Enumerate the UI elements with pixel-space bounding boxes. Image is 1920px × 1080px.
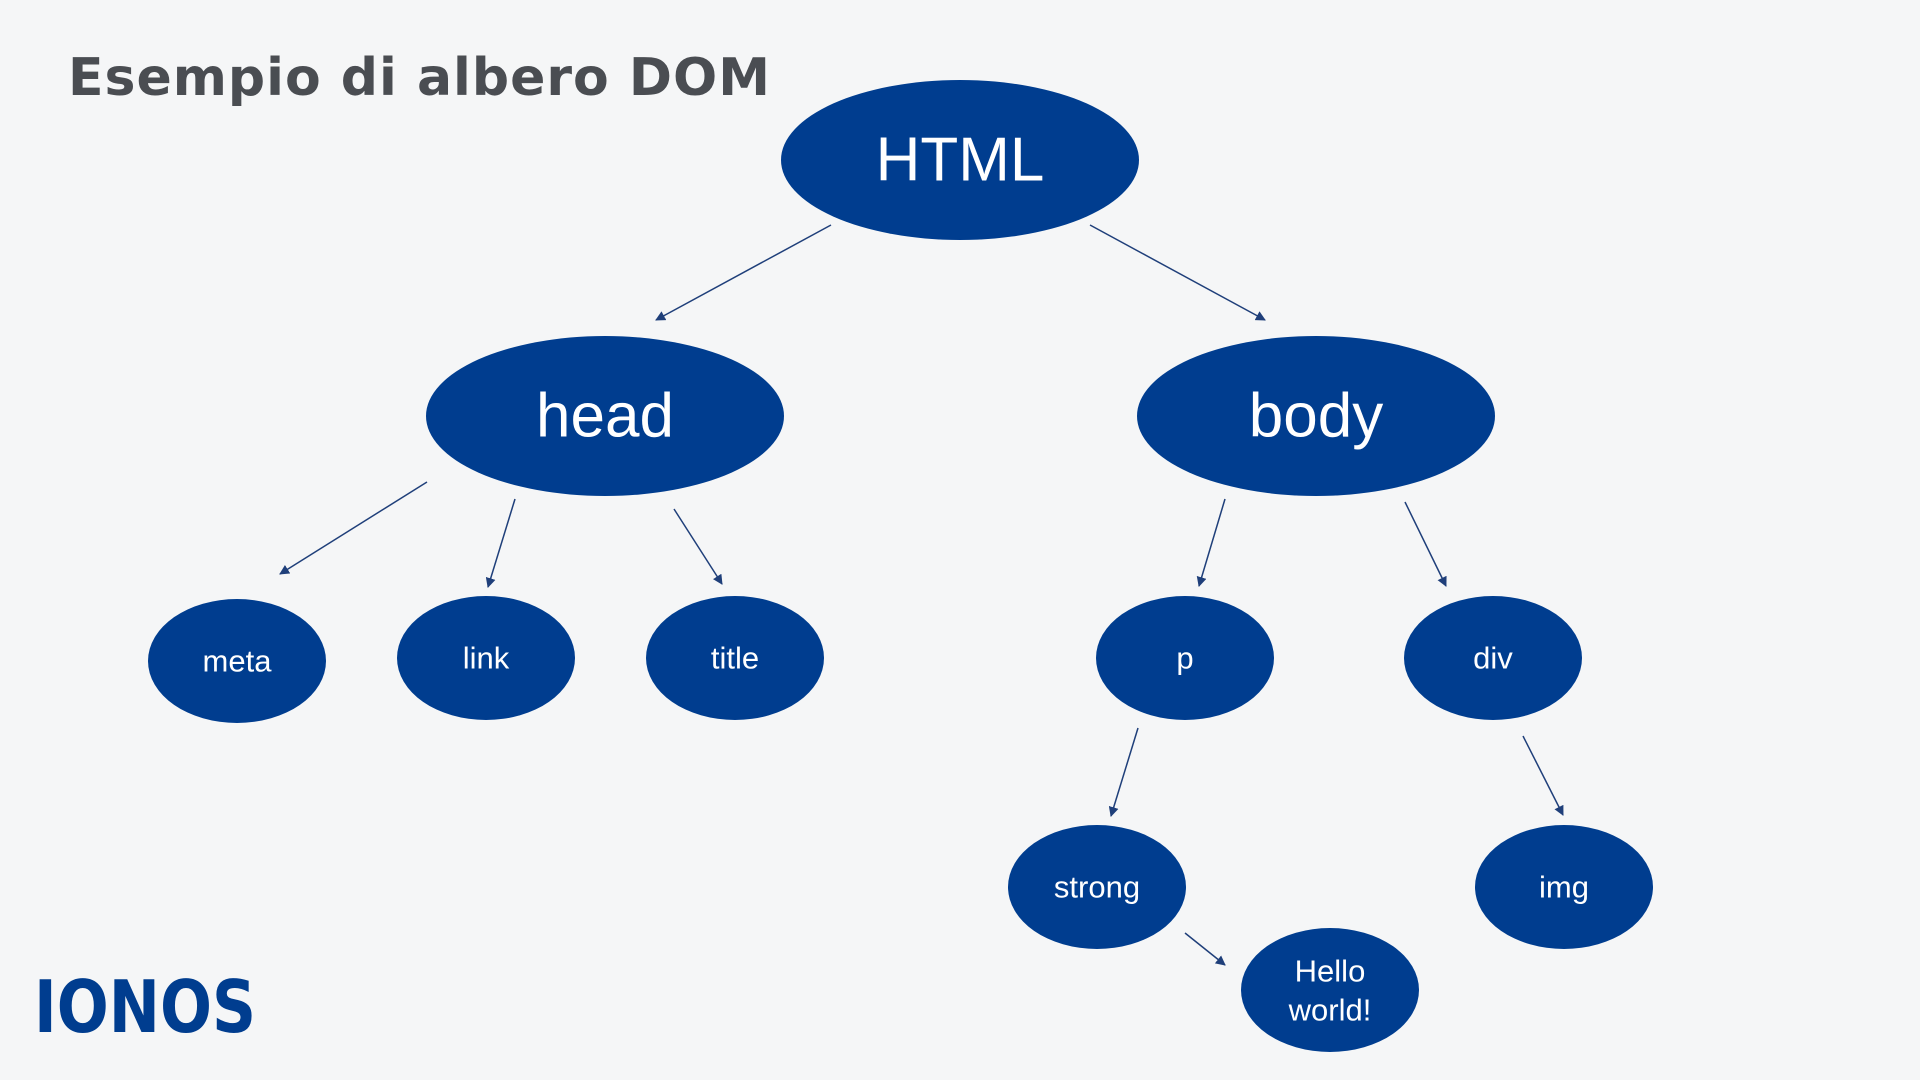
node-html: HTML (781, 80, 1139, 240)
logo-text: IONOS (34, 970, 256, 1040)
node-link: link (397, 596, 575, 720)
node-meta: meta (148, 599, 326, 723)
node-p: p (1096, 596, 1274, 720)
node-div-label: div (1473, 641, 1513, 676)
node-hello-line1: Hello (1295, 954, 1366, 989)
edge-head-title (673, 508, 723, 585)
node-hello-line2: world! (1288, 993, 1372, 1028)
edge-head-meta (279, 481, 428, 575)
node-body: body (1137, 336, 1495, 496)
node-div: div (1404, 596, 1582, 720)
edge-div-img (1522, 735, 1564, 816)
edge-body-div (1404, 501, 1447, 587)
ionos-logo: IONOS (34, 970, 256, 1040)
node-strong-label: strong (1054, 870, 1140, 905)
node-body-label: body (1249, 382, 1383, 451)
page-title: Esempio di albero DOM (68, 48, 771, 108)
node-img: img (1475, 825, 1653, 949)
node-head: head (426, 336, 784, 496)
edges (279, 224, 1564, 966)
edge-strong-hello (1184, 932, 1226, 966)
edge-html-head (655, 224, 832, 321)
node-p-label: p (1176, 641, 1193, 676)
node-link-label: link (463, 641, 510, 676)
node-head-label: head (536, 382, 674, 451)
node-html-label: HTML (876, 126, 1045, 195)
node-meta-label: meta (203, 644, 273, 679)
edge-p-strong (1108, 727, 1139, 817)
edge-head-link (485, 498, 516, 588)
node-strong: strong (1008, 825, 1186, 949)
node-title-label: title (711, 641, 759, 676)
node-img-label: img (1539, 870, 1589, 905)
node-title: title (646, 596, 824, 720)
edge-body-p (1196, 498, 1226, 587)
node-hello-world: Hello world! (1241, 928, 1419, 1052)
edge-html-body (1089, 224, 1266, 321)
